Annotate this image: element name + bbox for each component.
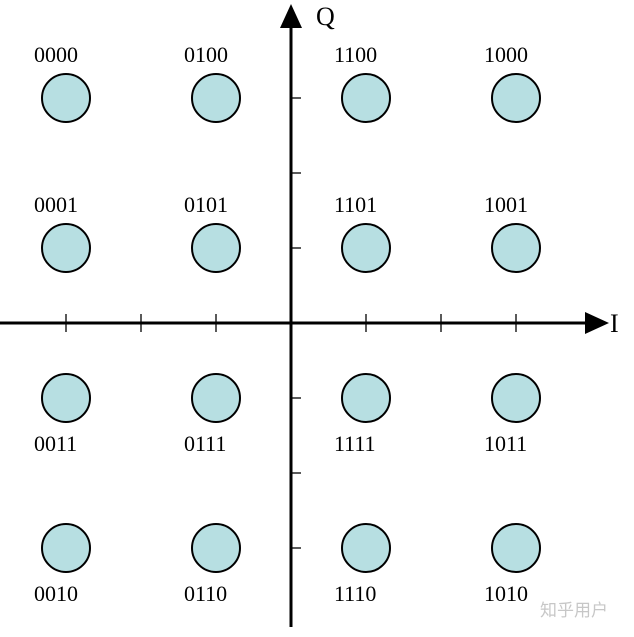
constellation-point-0100 [191,73,241,123]
constellation-point-1000 [491,73,541,123]
constellation-point-0110 [191,523,241,573]
point-label-0110: 0110 [184,581,227,606]
point-label-1111: 1111 [334,431,376,456]
point-label-1101: 1101 [334,192,377,217]
i-axis-label: I [610,309,619,338]
point-label-1110: 1110 [334,581,376,606]
point-label-0010: 0010 [34,581,78,606]
constellation-point-0011 [41,373,91,423]
constellation-point-0001 [41,223,91,273]
point-label-0111: 0111 [184,431,226,456]
constellation-point-0111 [191,373,241,423]
point-label-1000: 1000 [484,42,528,67]
watermark: 知乎用户 [540,601,608,621]
constellation-point-1100 [341,73,391,123]
i-axis-arrow [585,312,609,334]
constellation-point-0101 [191,223,241,273]
constellation-point-0010 [41,523,91,573]
point-label-1010: 1010 [484,581,528,606]
point-label-0011: 0011 [34,431,77,456]
constellation-point-0000 [41,73,91,123]
axis-ticks [65,97,517,549]
point-label-0001: 0001 [34,192,78,217]
constellation-point-1001 [491,223,541,273]
constellation-point-1101 [341,223,391,273]
point-label-1001: 1001 [484,192,528,217]
constellation-points: 0000 0100 1100 1000 0001 0101 1101 1001 0011 0111… [34,42,541,606]
point-label-0101: 0101 [184,192,228,217]
constellation-point-1111 [341,373,391,423]
point-label-0000: 0000 [34,42,78,67]
point-label-0100: 0100 [184,42,228,67]
constellation-point-1011 [491,373,541,423]
constellation-point-1010 [491,523,541,573]
q-axis-label: Q [316,2,335,31]
point-label-1100: 1100 [334,42,377,67]
constellation-point-1110 [341,523,391,573]
point-label-1011: 1011 [484,431,527,456]
q-axis-arrow [280,4,302,28]
